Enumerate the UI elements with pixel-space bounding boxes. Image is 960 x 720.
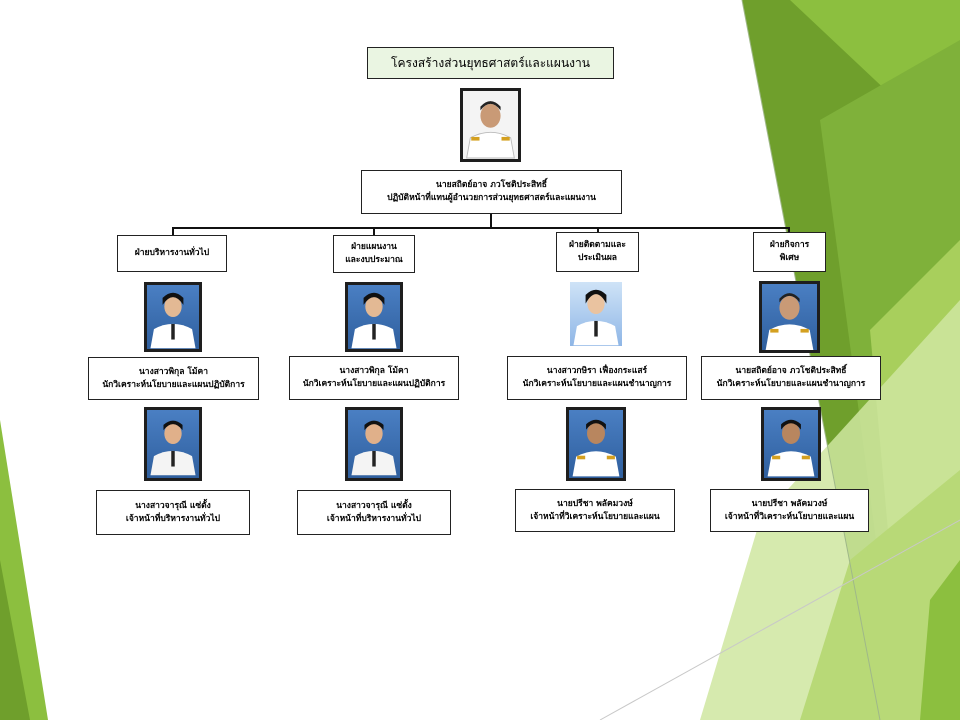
head-box: นายสถิตย์อาจ ภวโชติประสิทธิ์ ปฏิบัติหน้า… xyxy=(361,170,622,214)
officer-portrait-icon xyxy=(767,419,815,477)
head-name: นายสถิตย์อาจ ภวโชติประสิทธิ์ xyxy=(436,180,547,190)
head-position: ปฏิบัติหน้าที่แทนผู้อำนวยการส่วนยุทธศาสต… xyxy=(387,193,596,203)
unit-label-line1: ฝ่ายแผนงาน xyxy=(351,242,397,252)
officer-portrait-icon xyxy=(765,293,814,350)
staff-position: เจ้าหน้าที่วิเคราะห์นโยบายและแผน xyxy=(530,511,660,522)
unit-label-line1: ฝ่ายกิจการ xyxy=(769,240,810,250)
staff-name: นายสถิตย์อาจ ภวโชติประสิทธิ์ xyxy=(735,366,847,376)
staff-position: เจ้าหน้าที่วิเคราะห์นโยบายและแผน xyxy=(724,511,855,522)
connector-unit1 xyxy=(172,227,174,235)
staff-photo xyxy=(345,282,403,352)
staff-box: นายปรีชา พลัคมวงษ์ เจ้าหน้าที่วิเคราะห์น… xyxy=(515,489,675,532)
staff-position: นักวิเคราะห์นโยบายและแผนชำนาญการ xyxy=(716,379,866,389)
staff-photo xyxy=(570,282,622,346)
unit-box-special-affairs: ฝ่ายกิจการ พิเศษ xyxy=(753,232,826,272)
staff-name: นางสาวจารุณี แซ่ตั้ง xyxy=(336,500,412,511)
unit-label-line2: พิเศษ xyxy=(779,253,800,263)
staff-box: นางสาวจารุณี แซ่ตั้ง เจ้าหน้าที่บริหารงา… xyxy=(297,490,451,535)
staff-position: นักวิเคราะห์นโยบายและแผนชำนาญการ xyxy=(522,379,672,389)
staff-box: นางสาวพิกุล โม้คา นักวิเคราะห์นโยบายและแ… xyxy=(88,357,259,400)
connector-unit2 xyxy=(373,227,375,235)
staff-name: นางสาวพิกุล โม้คา xyxy=(138,366,208,377)
person-portrait-icon xyxy=(351,292,397,349)
deco-facet-lime xyxy=(800,470,960,720)
unit-box-planning-budget: ฝ่ายแผนงาน และงบประมาณ xyxy=(333,235,415,273)
head-photo xyxy=(460,88,521,162)
staff-box: นายสถิตย์อาจ ภวโชติประสิทธิ์ นักวิเคราะห… xyxy=(701,356,881,400)
officer-portrait-icon xyxy=(466,101,515,159)
staff-name: นายปรีชา พลัคมวงษ์ xyxy=(557,498,633,509)
staff-name: นางสาวพิกุล โม้คา xyxy=(339,366,409,376)
person-portrait-icon xyxy=(573,289,619,346)
unit-box-monitoring-evaluation: ฝ่ายติดตามและ ประเมินผล xyxy=(556,232,639,272)
unit-label: ฝ่ายบริหารงานทั่วไป xyxy=(134,248,210,258)
person-portrait-icon xyxy=(150,292,196,349)
staff-photo xyxy=(345,407,403,481)
person-portrait-icon xyxy=(351,420,397,476)
staff-photo xyxy=(761,407,821,481)
staff-photo xyxy=(144,282,202,352)
connector-unit3 xyxy=(597,227,599,232)
staff-position: เจ้าหน้าที่บริหารงานทั่วไป xyxy=(125,513,221,524)
staff-box: นางสาวกษิรา เฟื่องกระแสร์ นักวิเคราะห์นโ… xyxy=(507,356,687,400)
unit-label-line1: ฝ่ายติดตามและ xyxy=(569,240,626,250)
person-portrait-icon xyxy=(150,420,196,476)
staff-position: นักวิเคราะห์นโยบายและแผนปฏิบัติการ xyxy=(302,379,446,389)
staff-box: นางสาวจารุณี แซ่ตั้ง เจ้าหน้าที่บริหารงา… xyxy=(96,490,250,535)
deco-line-2 xyxy=(599,519,960,720)
staff-position: เจ้าหน้าที่บริหารงานทั่วไป xyxy=(326,513,422,524)
officer-portrait-icon xyxy=(572,419,620,477)
staff-position: นักวิเคราะห์นโยบายและแผนปฏิบัติการ xyxy=(102,379,245,390)
staff-box: นายปรีชา พลัคมวงษ์ เจ้าหน้าที่วิเคราะห์น… xyxy=(710,489,869,532)
connector-horizontal xyxy=(172,227,790,229)
staff-box: นางสาวพิกุล โม้คา นักวิเคราะห์นโยบายและแ… xyxy=(289,356,459,400)
staff-photo xyxy=(566,407,626,481)
staff-name: นางสาวจารุณี แซ่ตั้ง xyxy=(135,500,211,511)
staff-photo xyxy=(759,281,820,353)
deco-facet-corner xyxy=(920,560,960,720)
unit-box-general-admin: ฝ่ายบริหารงานทั่วไป xyxy=(117,235,227,272)
connector-head-vertical xyxy=(490,213,492,228)
connector-unit4 xyxy=(788,227,790,232)
deco-left-triangle-dark xyxy=(0,560,30,720)
unit-label-line2: ประเมินผล xyxy=(577,253,618,263)
staff-photo xyxy=(144,407,202,481)
staff-name: นายปรีชา พลัคมวงษ์ xyxy=(751,498,828,509)
chart-title: โครงสร้างส่วนยุทธศาสตร์และแผนงาน xyxy=(367,47,614,79)
staff-name: นางสาวกษิรา เฟื่องกระแสร์ xyxy=(546,366,648,376)
unit-label-line2: และงบประมาณ xyxy=(345,255,403,265)
